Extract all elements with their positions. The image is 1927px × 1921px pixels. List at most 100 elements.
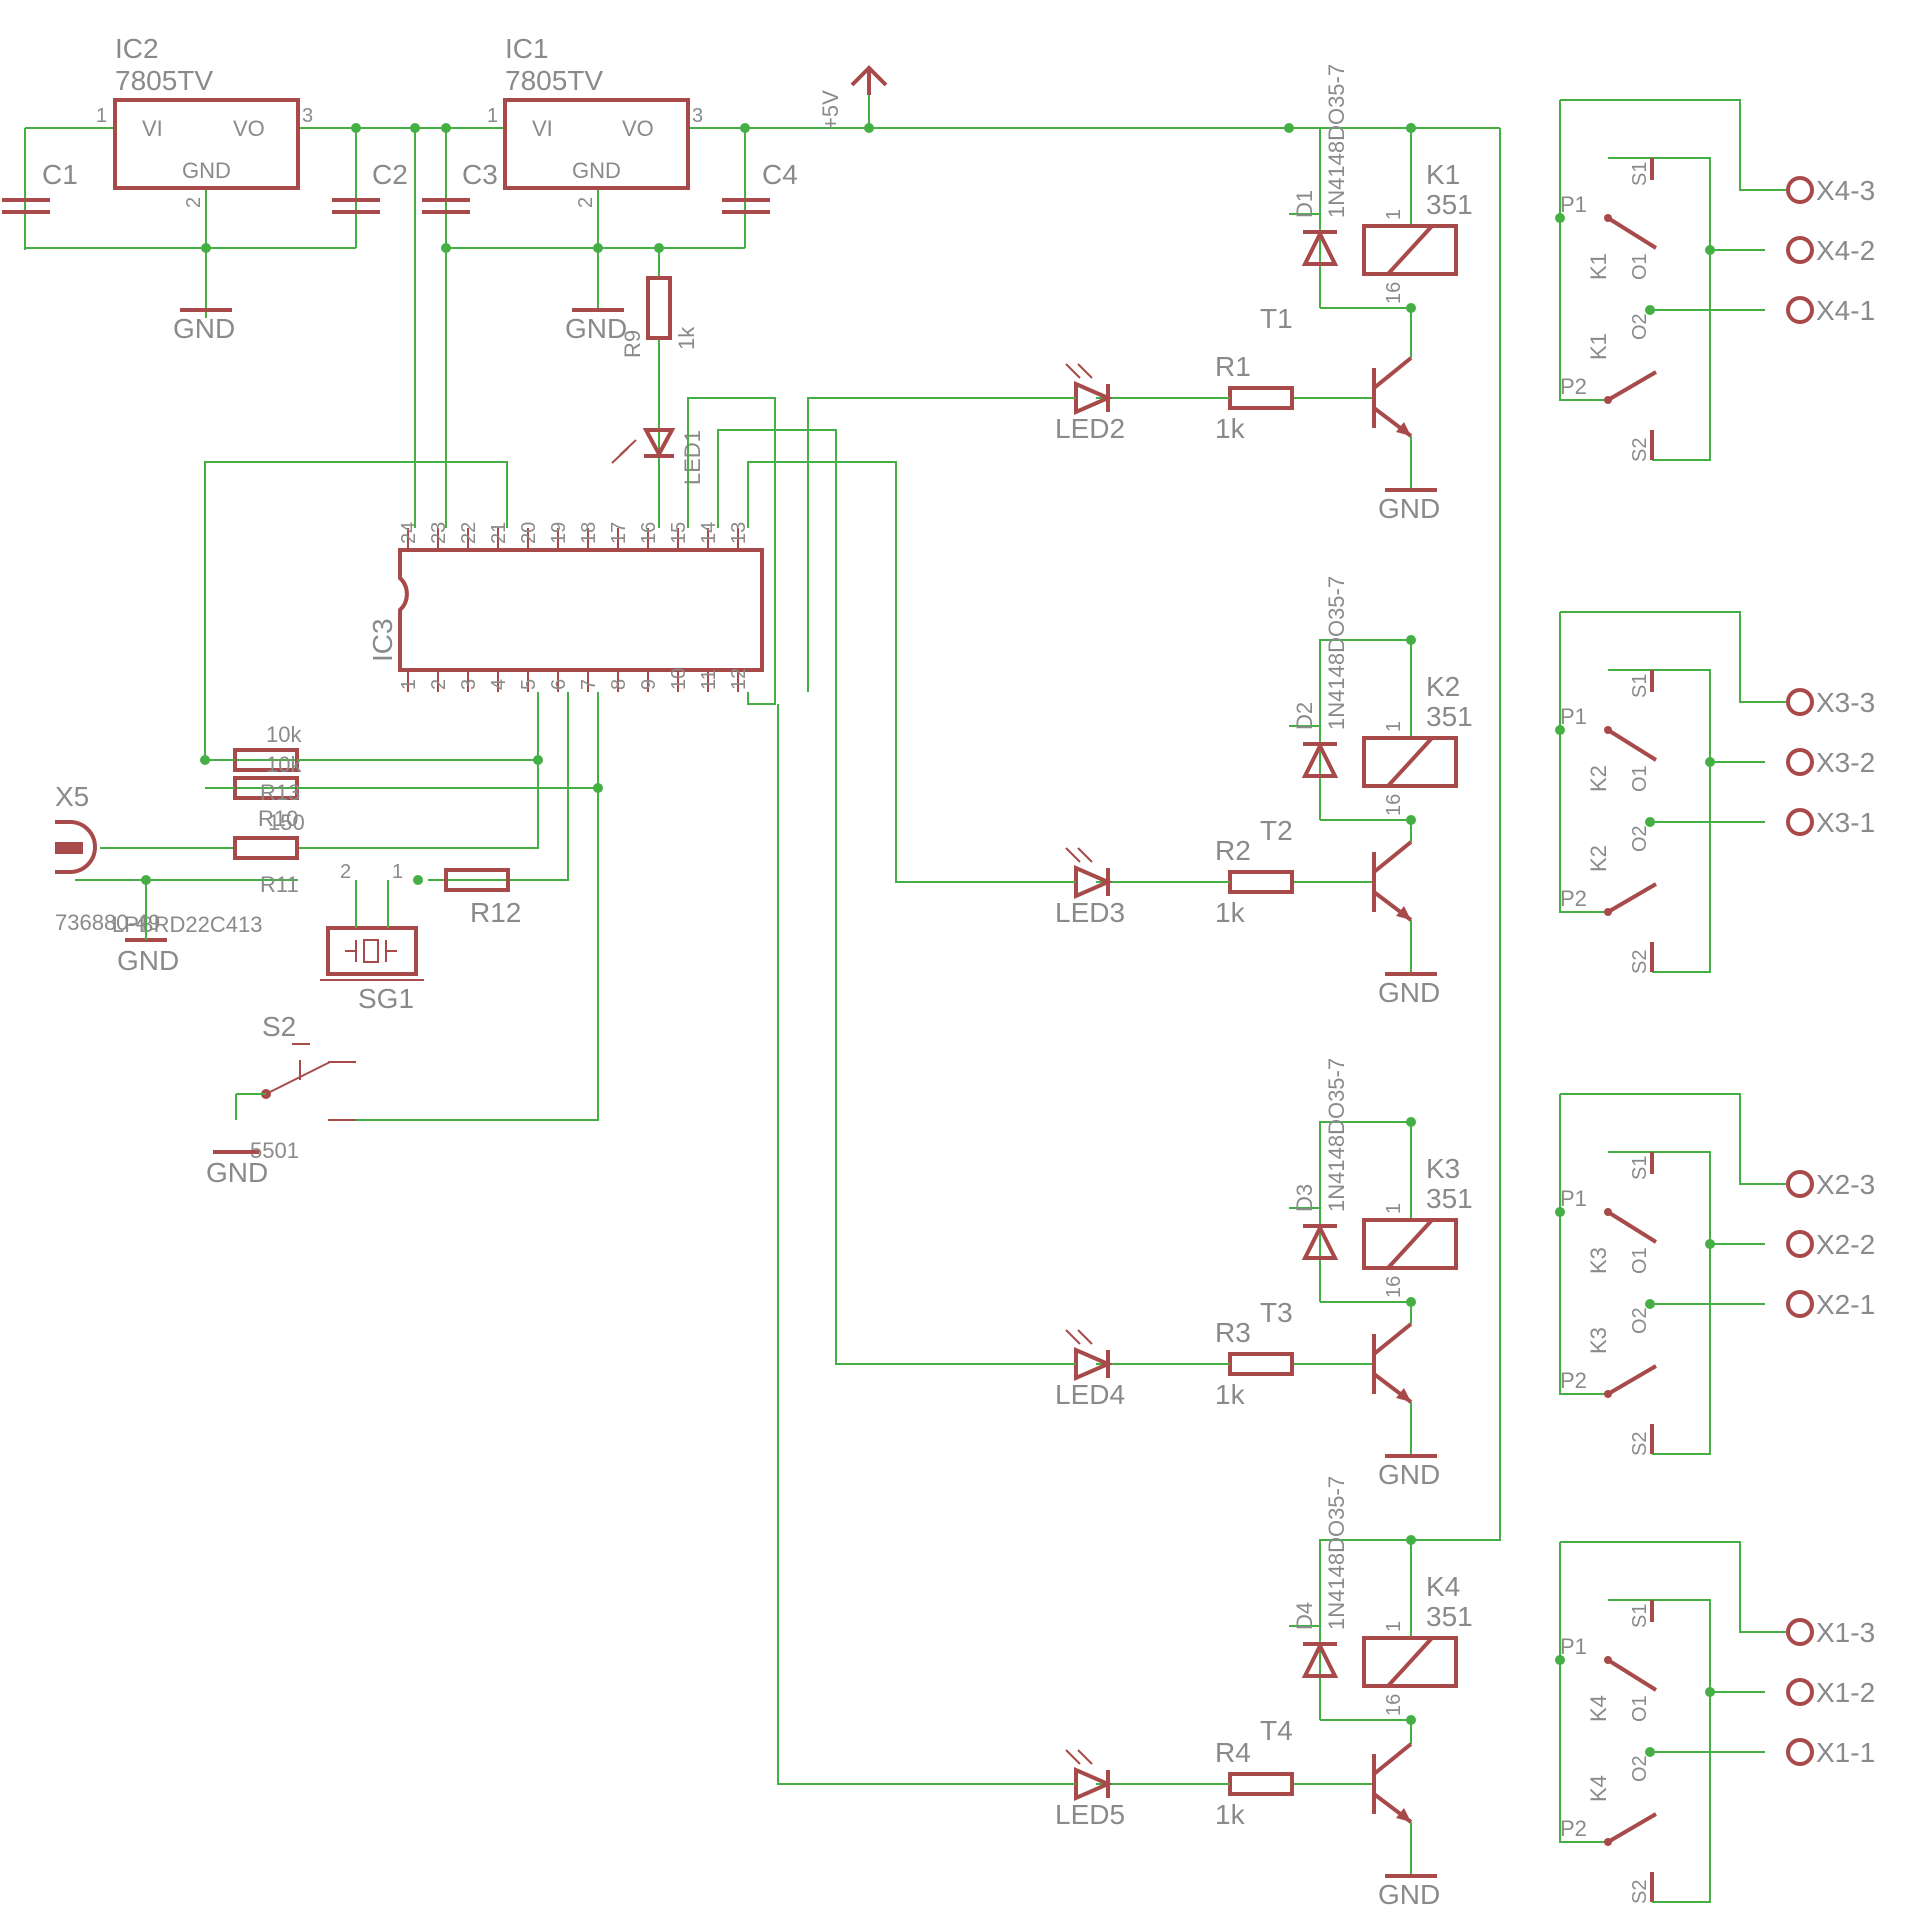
contact-pin: S1 xyxy=(1629,1156,1651,1180)
resistor-value: 1k xyxy=(1215,897,1246,928)
resistor-r11 xyxy=(233,836,299,860)
transistor-name: T4 xyxy=(1260,1715,1293,1746)
svg-text:SG1: SG1 xyxy=(358,983,414,1014)
terminal-icon xyxy=(1786,1290,1814,1318)
relay-pin: 1 xyxy=(1383,1621,1405,1632)
svg-text:10k: 10k xyxy=(266,752,302,777)
contact-pin: S1 xyxy=(1629,1604,1651,1628)
svg-text:IC3: IC3 xyxy=(367,618,398,662)
terminal-icon xyxy=(1786,1170,1814,1198)
terminal-label: X3-1 xyxy=(1816,807,1875,838)
transistor-icon xyxy=(1372,1742,1413,1824)
relay-value: 351 xyxy=(1426,701,1473,732)
contact-relay-label: K1 xyxy=(1586,333,1611,360)
contact-pin: O2 xyxy=(1629,825,1651,852)
svg-text:GND: GND xyxy=(565,313,627,344)
transistor-name: T2 xyxy=(1260,815,1293,846)
diode-icon xyxy=(1301,1223,1339,1260)
contact-relay-label: K3 xyxy=(1586,1327,1611,1354)
svg-text:3: 3 xyxy=(692,105,703,127)
svg-text:VO: VO xyxy=(233,116,265,141)
transistor-name: T3 xyxy=(1260,1297,1293,1328)
resistor-name: R4 xyxy=(1215,1737,1251,1768)
logic-wires xyxy=(75,397,1076,1785)
ic1-value: 7805TV xyxy=(505,65,603,96)
push-switch-s2-icon xyxy=(261,1043,356,1121)
led1-icon xyxy=(611,428,676,464)
svg-text:2: 2 xyxy=(575,197,597,208)
terminal-icon xyxy=(1786,1678,1814,1706)
junction xyxy=(1406,1535,1416,1545)
terminal-label: X1-2 xyxy=(1816,1677,1875,1708)
channel-wires xyxy=(1096,1121,1412,1456)
relay-pin: 16 xyxy=(1383,1694,1405,1716)
contact-pin: P1 xyxy=(1560,1186,1587,1211)
relay-coil-icon xyxy=(1362,736,1458,788)
svg-text:X5: X5 xyxy=(55,781,89,812)
led-icon xyxy=(1074,864,1113,900)
led-icon xyxy=(1074,1766,1113,1802)
relay-pin: 1 xyxy=(1383,209,1405,220)
transistor-icon xyxy=(1372,1322,1413,1404)
contact-pin: O2 xyxy=(1629,1307,1651,1334)
relay-name: K2 xyxy=(1426,671,1460,702)
terminal-label: X1-1 xyxy=(1816,1737,1875,1768)
contact-pin: S2 xyxy=(1629,438,1651,462)
relay-pin: 16 xyxy=(1383,1276,1405,1298)
svg-text:VO: VO xyxy=(622,116,654,141)
terminal-icon xyxy=(1786,1738,1814,1766)
relay-value: 351 xyxy=(1426,189,1473,220)
diode-icon xyxy=(1301,1641,1339,1678)
terminal-label: X2-2 xyxy=(1816,1229,1875,1260)
relay-pin: 1 xyxy=(1383,1203,1405,1214)
ground-label: GND xyxy=(1378,1459,1440,1490)
switch-contact-icon xyxy=(1606,670,1658,972)
ic1-label: IC1 xyxy=(505,33,549,64)
terminal-label: X4-3 xyxy=(1816,175,1875,206)
svg-text:C4: C4 xyxy=(762,159,798,190)
terminal-icon xyxy=(1786,688,1814,716)
ic2-label: IC2 xyxy=(115,33,159,64)
transistor-name: T1 xyxy=(1260,303,1293,334)
diode-name: D4 xyxy=(1292,1602,1317,1630)
capacitor-c3 xyxy=(422,198,470,214)
terminal-icon xyxy=(1786,176,1814,204)
contact-pin: S2 xyxy=(1629,950,1651,974)
relay-pin: 1 xyxy=(1383,721,1405,732)
svg-text:2: 2 xyxy=(340,861,351,883)
diode-name: D1 xyxy=(1292,190,1317,218)
ic3-pin-label: 22 xyxy=(458,522,480,544)
diode-name: D3 xyxy=(1292,1184,1317,1212)
relay-name: K3 xyxy=(1426,1153,1460,1184)
terminal-label: X2-1 xyxy=(1816,1289,1875,1320)
terminal-icon xyxy=(1786,1618,1814,1646)
resistor-icon xyxy=(1228,870,1294,894)
capacitor-c4 xyxy=(722,198,770,214)
resistor-value: 1k xyxy=(1215,1379,1246,1410)
switch-contact-icon xyxy=(1606,1600,1658,1902)
ic2-regulator xyxy=(113,98,300,190)
svg-text:736880-49: 736880-49 xyxy=(55,910,160,935)
relay-contact-blocks: P1P2S1S2O1O2K1K1X4-3X4-2X4-1P1P2S1S2O1O2… xyxy=(1555,99,1875,1904)
resistor-r12 xyxy=(444,868,510,892)
diode-value: 1N4148DO35-7 xyxy=(1324,1476,1349,1630)
led-label: LED3 xyxy=(1055,897,1125,928)
relay-value: 351 xyxy=(1426,1183,1473,1214)
ic3-pin-label: 19 xyxy=(548,522,570,544)
contact-pin: P1 xyxy=(1560,704,1587,729)
junction xyxy=(1406,1715,1416,1725)
switch-contact-icon xyxy=(1606,1152,1658,1454)
junction xyxy=(1406,635,1416,645)
contact-wires xyxy=(1559,1093,1788,1455)
diode-value: 1N4148DO35-7 xyxy=(1324,1058,1349,1212)
svg-text:LPBRD22C413: LPBRD22C413 xyxy=(112,912,262,937)
ic3-pin-label: 5 xyxy=(518,679,540,690)
junction xyxy=(1406,1297,1416,1307)
